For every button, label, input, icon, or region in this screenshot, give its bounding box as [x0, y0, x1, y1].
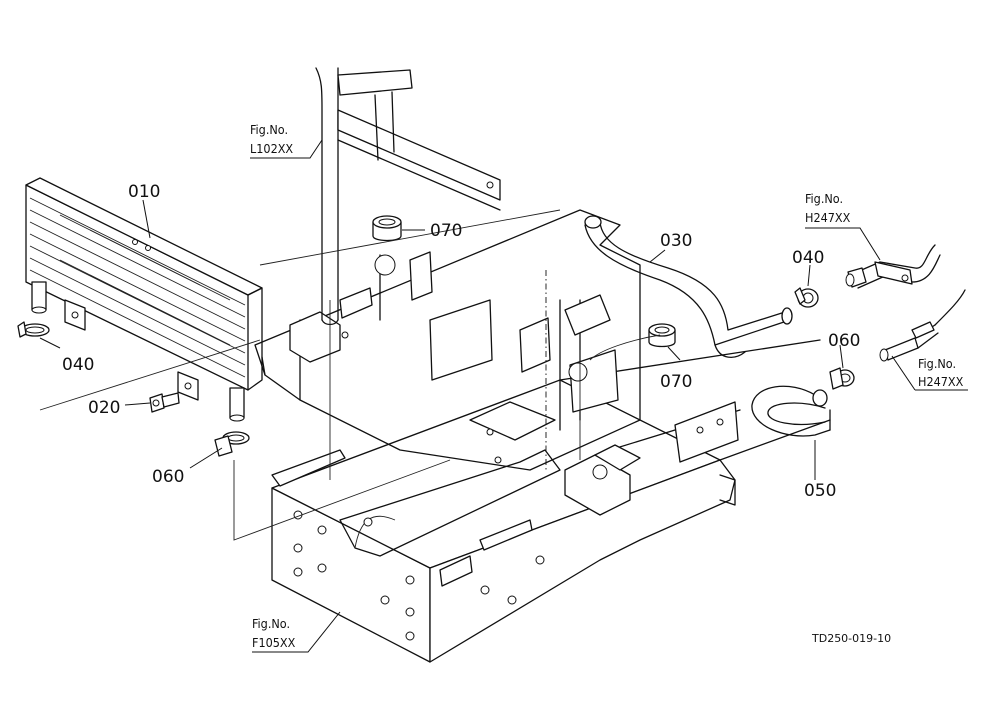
frame-chassis — [271, 339, 831, 663]
oil-cooler — [25, 177, 263, 422]
part-label-030: 030 — [660, 231, 692, 251]
part-label-070b: 070 — [660, 372, 692, 392]
part-label-020: 020 — [88, 398, 120, 418]
fig-ref-heading: Fig.No. — [805, 191, 843, 206]
fig-ref-code: H247XX — [805, 210, 851, 225]
fig-ref-code: H247XX — [918, 374, 964, 389]
rops-upright — [315, 67, 501, 326]
part-label-060b: 060 — [828, 331, 860, 351]
hose-030 — [584, 215, 793, 358]
fig-ref-heading: Fig.No. — [252, 616, 290, 631]
drawing-code: TD250-019-10 — [811, 632, 891, 645]
part-label-010: 010 — [128, 182, 160, 202]
grommet-070b — [648, 323, 676, 348]
fig-ref-code: F105XX — [252, 635, 296, 650]
hose-050 — [751, 385, 831, 437]
clamp-060b — [829, 367, 855, 390]
part-label-040b: 040 — [792, 248, 824, 268]
part-label-040a: 040 — [62, 355, 94, 375]
floor-plate — [254, 209, 641, 516]
fig-ref-h247xx-lower: Fig.No. H247XX — [918, 356, 964, 389]
fig-ref-heading: Fig.No. — [918, 356, 956, 371]
fig-ref-h247xx-upper: Fig.No. H247XX — [805, 191, 851, 225]
fitting-lower — [879, 289, 966, 362]
fig-ref-f105xx: Fig.No. F105XX — [252, 616, 296, 650]
part-label-060a: 060 — [152, 467, 184, 487]
fig-ref-heading: Fig.No. — [250, 122, 288, 137]
fitting-upper — [845, 244, 941, 289]
clamp-040a — [17, 321, 50, 338]
part-label-070a: 070 — [430, 221, 462, 241]
grommet-070a — [372, 215, 402, 242]
clamp-060a — [214, 431, 250, 457]
leader-lines — [39, 139, 968, 653]
clamp-040b — [794, 287, 819, 308]
part-label-050: 050 — [804, 481, 836, 501]
fig-ref-l102xx: Fig.No. L102XX — [250, 122, 293, 156]
bolt-020 — [149, 392, 180, 413]
fig-ref-code: L102XX — [250, 141, 293, 156]
